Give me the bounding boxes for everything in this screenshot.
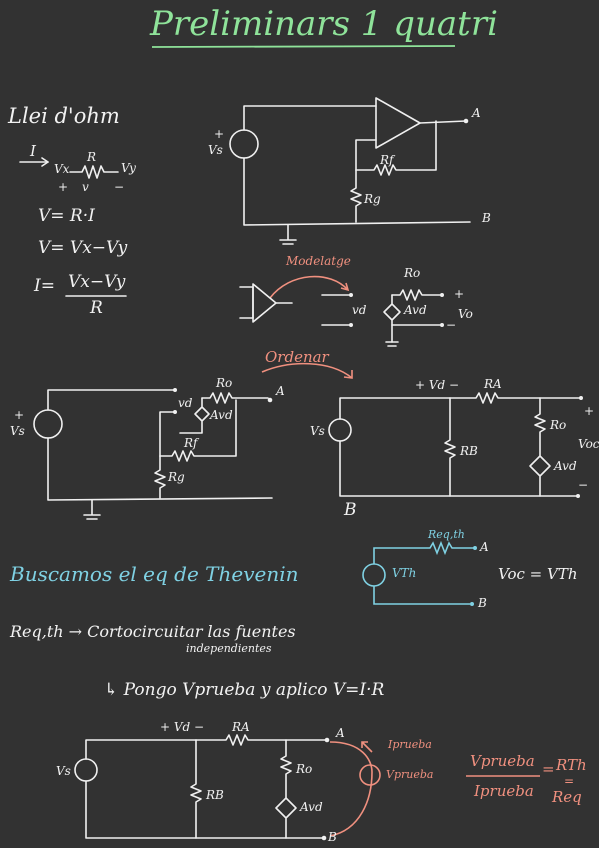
page-title: Preliminars 1 quatri [150,4,498,44]
c2-a-label: A [276,384,285,398]
c4-ra-label: RA [232,720,250,734]
ohm-plus-sign: + [58,180,69,194]
thevenin-reqth-label: Req,th [428,528,465,541]
c3-rb-label: RB [460,444,478,458]
c1-plus-sign: + [214,127,225,141]
ordenar-label: Ordenar [265,348,329,366]
thevenin-b-label: B [478,596,487,610]
ohm-equation-3-num: Vx−Vy [68,272,126,292]
c4-vs-label: Vs [56,764,71,778]
c2-plus-sign: + [14,408,25,422]
ohm-vy-label: Vy [121,161,136,175]
c4-avd-label: Avd [300,800,323,814]
ohm-vx-label: Vx [54,162,70,176]
step-reqth: Req,th → Cortocircuitar las fuentes [10,622,296,641]
c1-rg-label: Rg [364,192,381,206]
formula-equals: = [542,760,555,778]
model-label: Modelatge [286,254,351,268]
model-avd-label: Avd [404,303,427,317]
c2-vd-label: vd [178,396,193,410]
thevenin-voc-equation: Voc = VTh [498,565,578,583]
c3-plus-sign: + [584,404,595,418]
c4-vprueba-label: Vprueba [386,768,434,781]
c4-a-label: A [336,726,345,740]
c1-b-label: B [482,211,491,225]
c2-vs-label: Vs [10,424,25,438]
ohm-equation-1: V= R·I [38,206,95,226]
ohm-current-label: I [30,142,36,160]
c1-a-label: A [472,106,481,120]
ohm-minus-sign: − [114,180,125,194]
ohm-v-label: v [82,180,89,194]
model-plus-sign: + [454,287,465,301]
c2-rg-label: Rg [168,470,185,484]
model-vo-label: Vo [458,307,473,321]
ohm-equation-2: V= Vx−Vy [38,238,128,258]
c2-avd-label: Avd [210,408,233,422]
c3-vs-label: Vs [310,424,325,438]
c2-ro-label: Ro [216,376,233,390]
thevenin-vth-label: VTh [392,566,417,580]
ohm-equation-3-lhs: I= [34,276,55,296]
formula-req: Req [552,788,582,806]
step-reqth-sub: independientes [186,642,272,655]
c4-b-label: B [328,830,337,844]
formula-rth: RTh [556,756,587,774]
c4-iprueba-label: Iprueba [388,738,432,751]
c3-ro-label: Ro [550,418,567,432]
formula-equals-2: = [564,774,575,788]
c3-avd-label: Avd [554,459,577,473]
formula-denominator: Iprueba [474,782,534,800]
c1-vs-label: Vs [208,143,223,157]
c4-vd-label: + Vd − [160,720,205,734]
c3-b-label: B [344,500,357,520]
formula-numerator: Vprueba [470,752,535,770]
c3-voc-label: Voc [578,437,599,451]
ohm-heading: Llei d'ohm [8,104,120,128]
model-minus-sign: − [446,318,457,332]
model-ro-label: Ro [404,266,421,280]
c3-minus-sign: − [578,478,589,492]
thevenin-heading: Buscamos el eq de Thevenin [10,562,299,586]
ohm-r-label: R [87,150,97,164]
c4-rb-label: RB [206,788,224,802]
step-vprueba: ↳ Pongo Vprueba y aplico V=I·R [104,680,385,700]
ohm-equation-3-den: R [90,298,103,318]
c4-ro-label: Ro [296,762,313,776]
model-vd-label: vd [352,303,367,317]
c3-vd-label: + Vd − [415,378,460,392]
c2-rf-label: Rf [184,436,198,450]
c3-ra-label: RA [484,377,502,391]
c1-rf-label: Rf [380,153,394,167]
thevenin-a-label: A [480,540,489,554]
